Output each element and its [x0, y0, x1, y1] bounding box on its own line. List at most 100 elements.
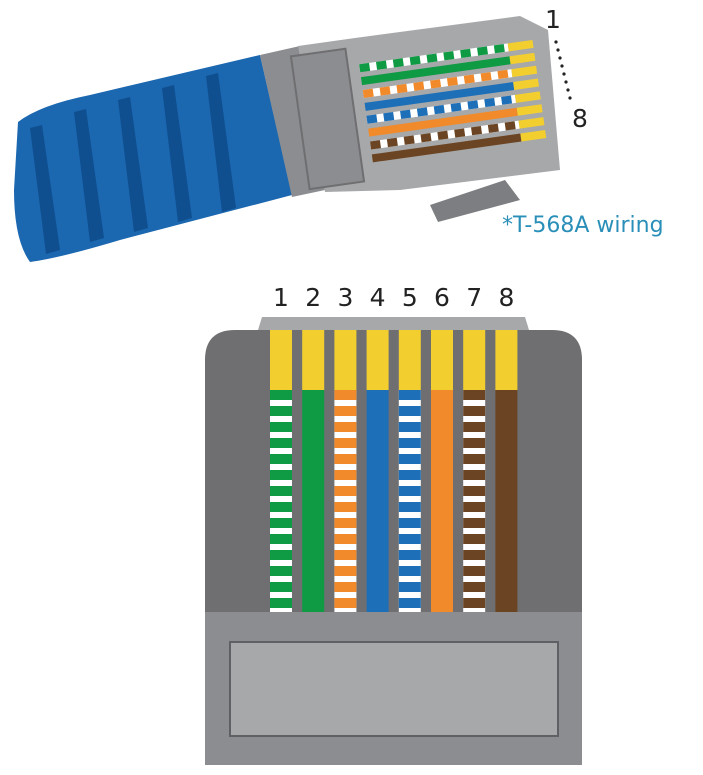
angled-wire-stripe [501, 95, 513, 105]
angled-gold-contact [511, 65, 538, 78]
wire-stripe [398, 486, 421, 496]
gold-contact [366, 330, 389, 390]
angled-wire-stripe [400, 109, 412, 119]
angled-wire-stripe [409, 55, 421, 66]
wire-stripe [398, 454, 421, 464]
wire-insulation [495, 390, 518, 612]
angled-wire-stripe [430, 79, 442, 89]
angled-connector: 1 8 [14, 5, 588, 262]
angled-wire-pin-3 [362, 65, 538, 98]
angled-gold-contact [509, 52, 536, 65]
angled-wire-stripe [480, 72, 492, 82]
angled-wire-stripe [359, 62, 371, 73]
wire-pin-8-brown [495, 330, 518, 612]
angled-wire-pin-8 [371, 130, 547, 163]
wire-stripe [463, 566, 486, 576]
gold-contact [463, 330, 486, 390]
angled-wire-stripe [504, 121, 516, 131]
angled-wire-stripe [460, 48, 472, 59]
angled-wire-stripe [426, 53, 438, 63]
angled-wire-stripe [446, 76, 458, 87]
angled-wire-stripe [463, 74, 475, 84]
pin-range-dots [554, 40, 572, 100]
wire-stripe [463, 534, 486, 544]
angled-gold-contact [520, 130, 547, 142]
angled-wire-stripe [413, 81, 425, 91]
wire-stripe [270, 470, 292, 480]
wire-stripe [270, 518, 292, 528]
angled-wire-stripe [366, 114, 378, 124]
angled-gold-contact [516, 104, 543, 116]
angled-wire-pin-6 [368, 104, 543, 137]
wire-stripe [463, 486, 486, 496]
wire-stripe [270, 582, 292, 592]
wire-stripe [463, 470, 486, 480]
gold-contact [302, 330, 325, 390]
angled-wire-stripe [392, 58, 404, 68]
angled-wire-insulation [368, 107, 518, 137]
pin-number-1: 1 [273, 283, 289, 312]
wire-stripe [463, 438, 486, 448]
wire-stripe [270, 550, 292, 560]
wire-stripe [270, 502, 292, 512]
wire-stripe [398, 422, 421, 432]
angled-wire-insulation [360, 56, 511, 86]
wire-stripe [398, 406, 421, 416]
wire-stripe [398, 518, 421, 528]
wire-insulation [302, 390, 325, 612]
gold-contact [431, 330, 453, 390]
angled-wire-pin-7 [370, 117, 545, 150]
angled-gold-contact [507, 39, 534, 52]
angled-wire-stripe [396, 83, 408, 94]
wire-pin-3-white-orange [334, 330, 357, 612]
wire-stripe [270, 406, 292, 416]
angled-wire-stripe [454, 128, 466, 138]
angled-wire-pin-5 [366, 91, 541, 124]
pin-number-6: 6 [434, 283, 450, 312]
wire-stripe [463, 598, 486, 608]
wire-stripe [463, 582, 486, 592]
wire-stripe [398, 582, 421, 592]
wire-stripe [270, 486, 292, 496]
wire-stripe [334, 470, 357, 480]
angled-wire-pin-2 [360, 52, 536, 86]
wire-stripe [270, 534, 292, 544]
wire-insulation [366, 390, 389, 612]
pin-number-7: 7 [466, 283, 482, 312]
gold-contact [334, 330, 357, 390]
angled-gold-contact [514, 91, 541, 103]
angled-wire-stripe [370, 140, 382, 150]
wire-stripe [270, 390, 292, 400]
angled-wire-stripe [467, 100, 479, 110]
wire-stripe [334, 598, 357, 608]
connector-top-edge [258, 317, 529, 330]
angled-wire-stripe [379, 86, 391, 96]
gold-contact [398, 330, 421, 390]
angled-wire-stripe [484, 97, 496, 108]
wire-pin-4-blue [366, 330, 389, 612]
angled-wire-stripe [403, 135, 415, 145]
connector-window [289, 47, 366, 191]
wiring-standard-caption: *T-568A wiring [502, 213, 664, 238]
pin-number-8: 8 [498, 283, 514, 312]
wire-stripe [398, 566, 421, 576]
wire-stripe [463, 518, 486, 528]
wire-pin-1-white-green [270, 330, 292, 612]
connector-base-recess [229, 641, 559, 737]
wire-stripe [270, 566, 292, 576]
angled-wire-stripe [487, 123, 499, 133]
angled-gold-contact [513, 78, 539, 90]
pin-number-5: 5 [402, 283, 418, 312]
wire-stripe [334, 486, 357, 496]
wire-insulation [431, 390, 453, 612]
wire-stripe [463, 422, 486, 432]
angled-wire-stripe [471, 125, 483, 136]
angled-wire-stripe [420, 133, 432, 143]
wire-stripe [334, 502, 357, 512]
pin-number-2: 2 [305, 283, 321, 312]
wire-stripe [463, 406, 486, 416]
wire-stripe [334, 550, 357, 560]
angled-wire-stripe [375, 60, 387, 70]
